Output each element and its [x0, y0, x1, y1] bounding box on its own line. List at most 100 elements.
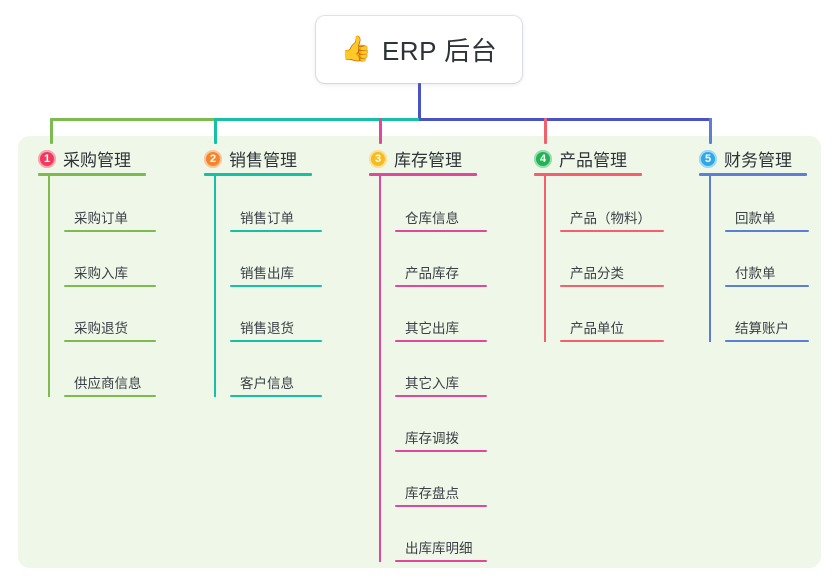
branch-spine	[544, 173, 546, 342]
branch-item[interactable]: 产品单位	[560, 316, 664, 342]
branch-spine	[379, 173, 381, 562]
branch-item-label: 出库库明细	[405, 541, 473, 556]
root-node-label: ERP 后台	[381, 36, 498, 66]
branch-spine	[709, 173, 711, 342]
branch-item-label: 采购退货	[74, 321, 128, 336]
branch-number-badge: 4	[534, 149, 552, 168]
branch-item[interactable]: 产品分类	[560, 261, 664, 287]
branch-item-label: 销售订单	[240, 211, 294, 226]
branch-title: 销售管理	[229, 151, 297, 170]
branch-item-label: 付款单	[735, 266, 776, 281]
branch-column-销售管理: 2 销售管理销售订单销售出库销售退货客户信息	[204, 0, 364, 432]
branch-item-underline	[395, 285, 487, 287]
root-node-content: 👍 ERP 后台	[341, 31, 497, 68]
branch-drop-line-3	[379, 118, 382, 144]
branch-title-underline	[204, 173, 312, 176]
branch-item[interactable]: 销售出库	[230, 261, 322, 287]
branch-item[interactable]: 采购入库	[64, 261, 156, 287]
branch-column-产品管理: 4 产品管理产品（物料） 产品分类产品单位	[534, 0, 694, 432]
branch-header-财务管理[interactable]: 5 财务管理	[699, 146, 792, 171]
branch-item-label: 销售出库	[240, 266, 294, 281]
branch-item-label: 仓库信息	[405, 211, 459, 226]
branch-item[interactable]: 产品（物料）	[560, 206, 664, 232]
branch-item[interactable]: 采购退货	[64, 316, 156, 342]
branch-item-underline	[64, 230, 156, 232]
branch-item-underline	[395, 230, 487, 232]
branch-item[interactable]: 回款单	[725, 206, 809, 232]
branch-item-label: 库存调拨	[405, 431, 459, 446]
branch-item-label: 供应商信息	[74, 376, 142, 391]
branch-item[interactable]: 销售订单	[230, 206, 322, 232]
branch-header-库存管理[interactable]: 3 库存管理	[369, 146, 462, 171]
branch-title-underline	[699, 173, 807, 176]
trunk-segment-1	[50, 118, 217, 121]
branch-item-label: 库存盘点	[405, 486, 459, 501]
branch-item[interactable]: 结算账户	[725, 316, 809, 342]
branch-item-underline	[395, 395, 487, 397]
branch-number-label: 5	[704, 152, 712, 165]
branch-item[interactable]: 付款单	[725, 261, 809, 287]
trunk-segment-2	[214, 118, 422, 121]
branch-item-label: 结算账户	[735, 321, 789, 336]
branch-item-underline	[395, 560, 487, 562]
branch-item-label: 产品库存	[405, 266, 459, 281]
branch-item-underline	[230, 230, 322, 232]
branch-column-采购管理: 1 采购管理采购订单采购入库采购退货供应商信息	[38, 0, 198, 432]
diagram-panel	[18, 136, 821, 568]
branch-number-label: 3	[374, 152, 382, 165]
branch-title-underline	[38, 173, 146, 176]
branch-column-财务管理: 5 财务管理回款单付款单结算账户	[699, 0, 839, 432]
branch-item[interactable]: 库存调拨	[395, 426, 487, 452]
branch-number-badge: 1	[38, 149, 56, 168]
branch-item-underline	[395, 340, 487, 342]
branch-item-underline	[395, 505, 487, 507]
root-node[interactable]: 👍 ERP 后台	[316, 16, 522, 83]
branch-title: 库存管理	[394, 151, 462, 170]
branch-item[interactable]: 采购订单	[64, 206, 156, 232]
branch-item-underline	[64, 285, 156, 287]
branch-item-label: 其它入库	[405, 376, 459, 391]
branch-title: 采购管理	[63, 151, 131, 170]
branch-drop-line-4	[544, 118, 547, 144]
branch-item-underline	[560, 285, 664, 287]
branch-drop-line-2	[214, 118, 217, 144]
branch-title-underline	[369, 173, 477, 176]
branch-item[interactable]: 出库库明细	[395, 536, 487, 562]
branch-item-underline	[64, 340, 156, 342]
branch-drop-line-1	[50, 118, 53, 144]
branch-item-underline	[230, 395, 322, 397]
branch-item-label: 销售退货	[240, 321, 294, 336]
branch-item[interactable]: 客户信息	[230, 371, 322, 397]
branch-header-采购管理[interactable]: 1 采购管理	[38, 146, 131, 171]
branch-item-underline	[725, 340, 809, 342]
branch-item[interactable]: 其它出库	[395, 316, 487, 342]
branch-item[interactable]: 供应商信息	[64, 371, 156, 397]
branch-item[interactable]: 库存盘点	[395, 481, 487, 507]
branch-item-underline	[395, 450, 487, 452]
branch-number-label: 4	[539, 152, 547, 165]
branch-number-badge: 3	[369, 149, 387, 168]
branch-number-label: 2	[209, 152, 217, 165]
branch-title: 财务管理	[724, 151, 792, 170]
branch-item[interactable]: 仓库信息	[395, 206, 487, 232]
thumbs-up-icon: 👍	[340, 35, 372, 63]
branch-header-产品管理[interactable]: 4 产品管理	[534, 146, 627, 171]
branch-title: 产品管理	[559, 151, 627, 170]
branch-item-label: 产品分类	[570, 266, 624, 281]
branch-item-label: 产品（物料）	[570, 211, 651, 226]
branch-item-underline	[725, 285, 809, 287]
branch-item[interactable]: 产品库存	[395, 261, 487, 287]
branch-item[interactable]: 销售退货	[230, 316, 322, 342]
branch-column-库存管理: 3 库存管理仓库信息产品库存其它出库其它入库库存调拨库存盘点出库库明细	[369, 0, 529, 562]
branch-item[interactable]: 其它入库	[395, 371, 487, 397]
branch-item-underline	[230, 340, 322, 342]
branch-item-label: 采购入库	[74, 266, 128, 281]
branch-title-underline	[534, 173, 642, 176]
branch-item-label: 产品单位	[570, 321, 624, 336]
branch-drop-line-5	[709, 118, 712, 144]
branch-header-销售管理[interactable]: 2 销售管理	[204, 146, 297, 171]
branch-number-badge: 2	[204, 149, 222, 168]
branch-item-underline	[230, 285, 322, 287]
branch-item-underline	[560, 340, 664, 342]
